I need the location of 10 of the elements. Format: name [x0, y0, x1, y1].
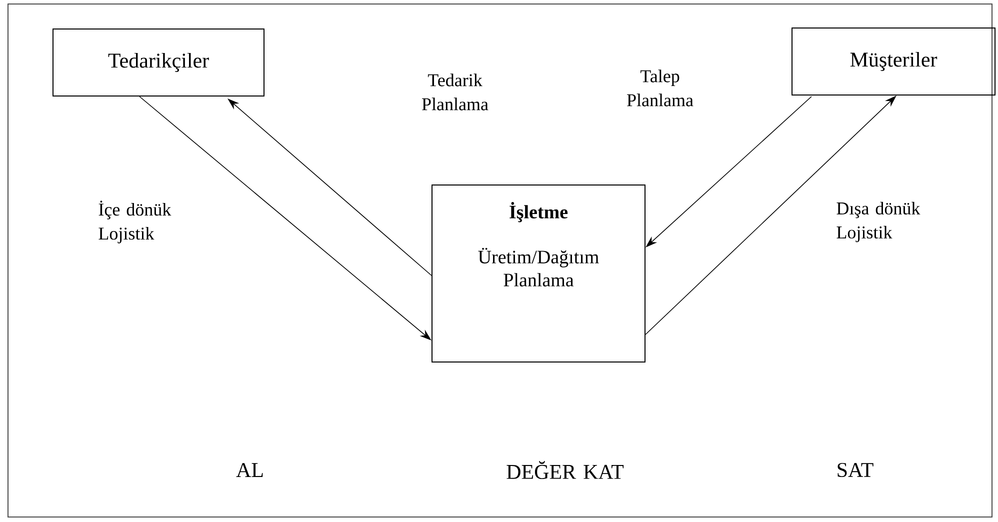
entity-box: Tedarikçiler — [52, 28, 264, 96]
text-label: AL — [236, 463, 263, 477]
entity-box: İşletme Üretim/Dağıtım Planlama — [432, 184, 646, 362]
text-label: SAT — [838, 462, 874, 478]
text-label: İçe dönük Lojistik — [98, 200, 172, 244]
text-label: Dışa dönük Lojistik — [836, 202, 920, 242]
text-label: Talep Planlama — [627, 70, 694, 106]
entity-box: Müşteriler — [792, 28, 996, 96]
text-label: DEĞER KAT — [506, 461, 624, 479]
text-label: Tedarik Planlama — [422, 74, 488, 110]
